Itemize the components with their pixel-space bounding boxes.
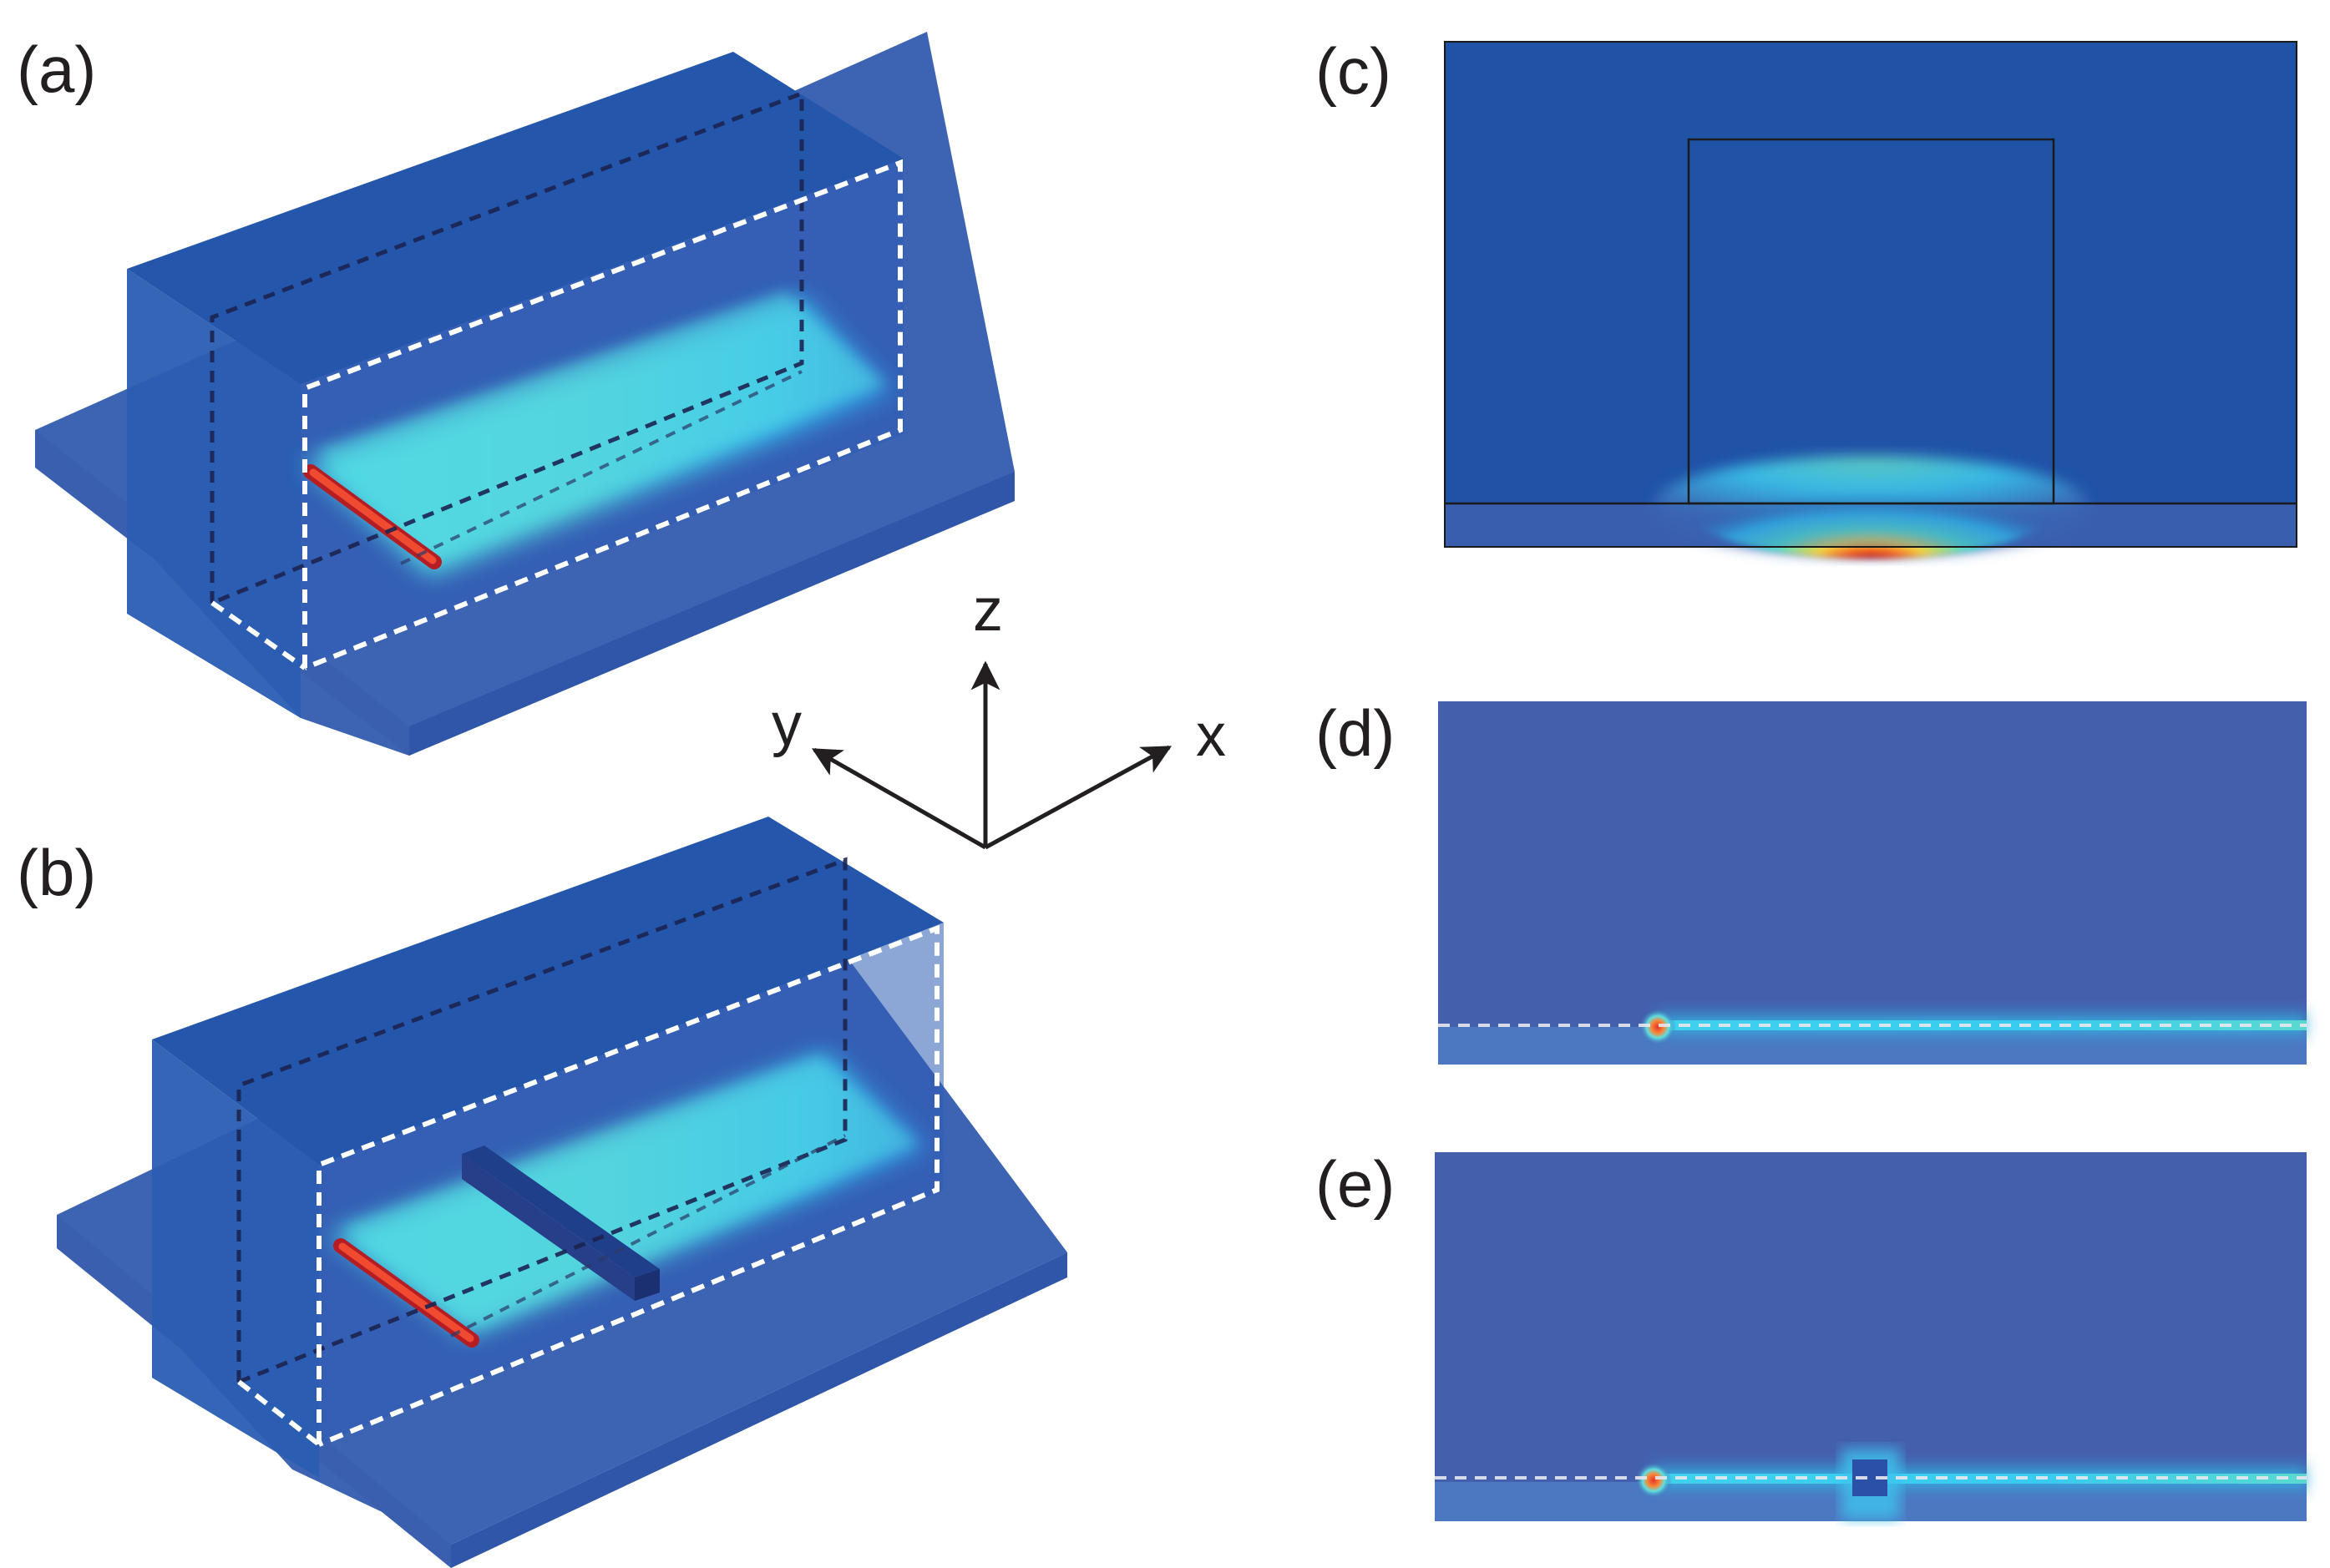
scatterer-bar-side xyxy=(462,1154,635,1301)
y-axis-arrow xyxy=(811,747,987,850)
mid-dashed xyxy=(400,370,803,565)
dashed-box-front xyxy=(302,159,903,670)
dashed-box-back xyxy=(236,857,848,1384)
domain-background xyxy=(1438,701,2307,1065)
scatterer-bar-top xyxy=(462,1146,660,1277)
substrate-strip-overlay xyxy=(1445,505,2297,547)
block-top xyxy=(152,817,944,1165)
panel-label-d: (d) xyxy=(1315,696,1395,770)
panel-e-diagram xyxy=(1435,1152,2307,1521)
panel-d-diagram xyxy=(1438,701,2307,1065)
dashed-box-back xyxy=(210,90,804,605)
field-beam-glow xyxy=(342,1056,919,1328)
center-dashed xyxy=(210,600,306,670)
panel-c-diagram xyxy=(1444,41,2297,559)
field-beam-glow xyxy=(317,292,885,559)
domain-border xyxy=(1444,41,2297,548)
panel-label-b: (b) xyxy=(17,836,96,909)
x-axis-label: x xyxy=(1196,702,1226,769)
substrate-right-edge xyxy=(451,1252,1067,1568)
dipole-source xyxy=(1639,1009,1676,1045)
source-rod-core xyxy=(338,1242,474,1343)
mid-dashed xyxy=(450,1134,846,1338)
panel-label-e: (e) xyxy=(1315,1147,1395,1221)
axes-indicator: z x y xyxy=(772,577,1226,850)
dashed-box-front xyxy=(317,924,940,1447)
z-axis-label: z xyxy=(973,577,1003,644)
substrate-right-edge xyxy=(409,472,1015,756)
panel-label-c: (c) xyxy=(1315,34,1391,108)
scatterer-bar-end xyxy=(635,1269,660,1301)
block-top xyxy=(127,52,904,384)
y-axis-label: y xyxy=(772,691,802,758)
panel-label-a: (a) xyxy=(17,33,96,106)
panel-a-diagram xyxy=(35,32,1015,756)
panel-b-diagram xyxy=(57,817,1067,1568)
dipole-source xyxy=(1635,1462,1672,1499)
mode-field xyxy=(1683,452,2059,559)
source-rod-core xyxy=(309,468,437,564)
x-axis-arrow xyxy=(984,745,1173,850)
center-dashed xyxy=(237,1379,321,1447)
